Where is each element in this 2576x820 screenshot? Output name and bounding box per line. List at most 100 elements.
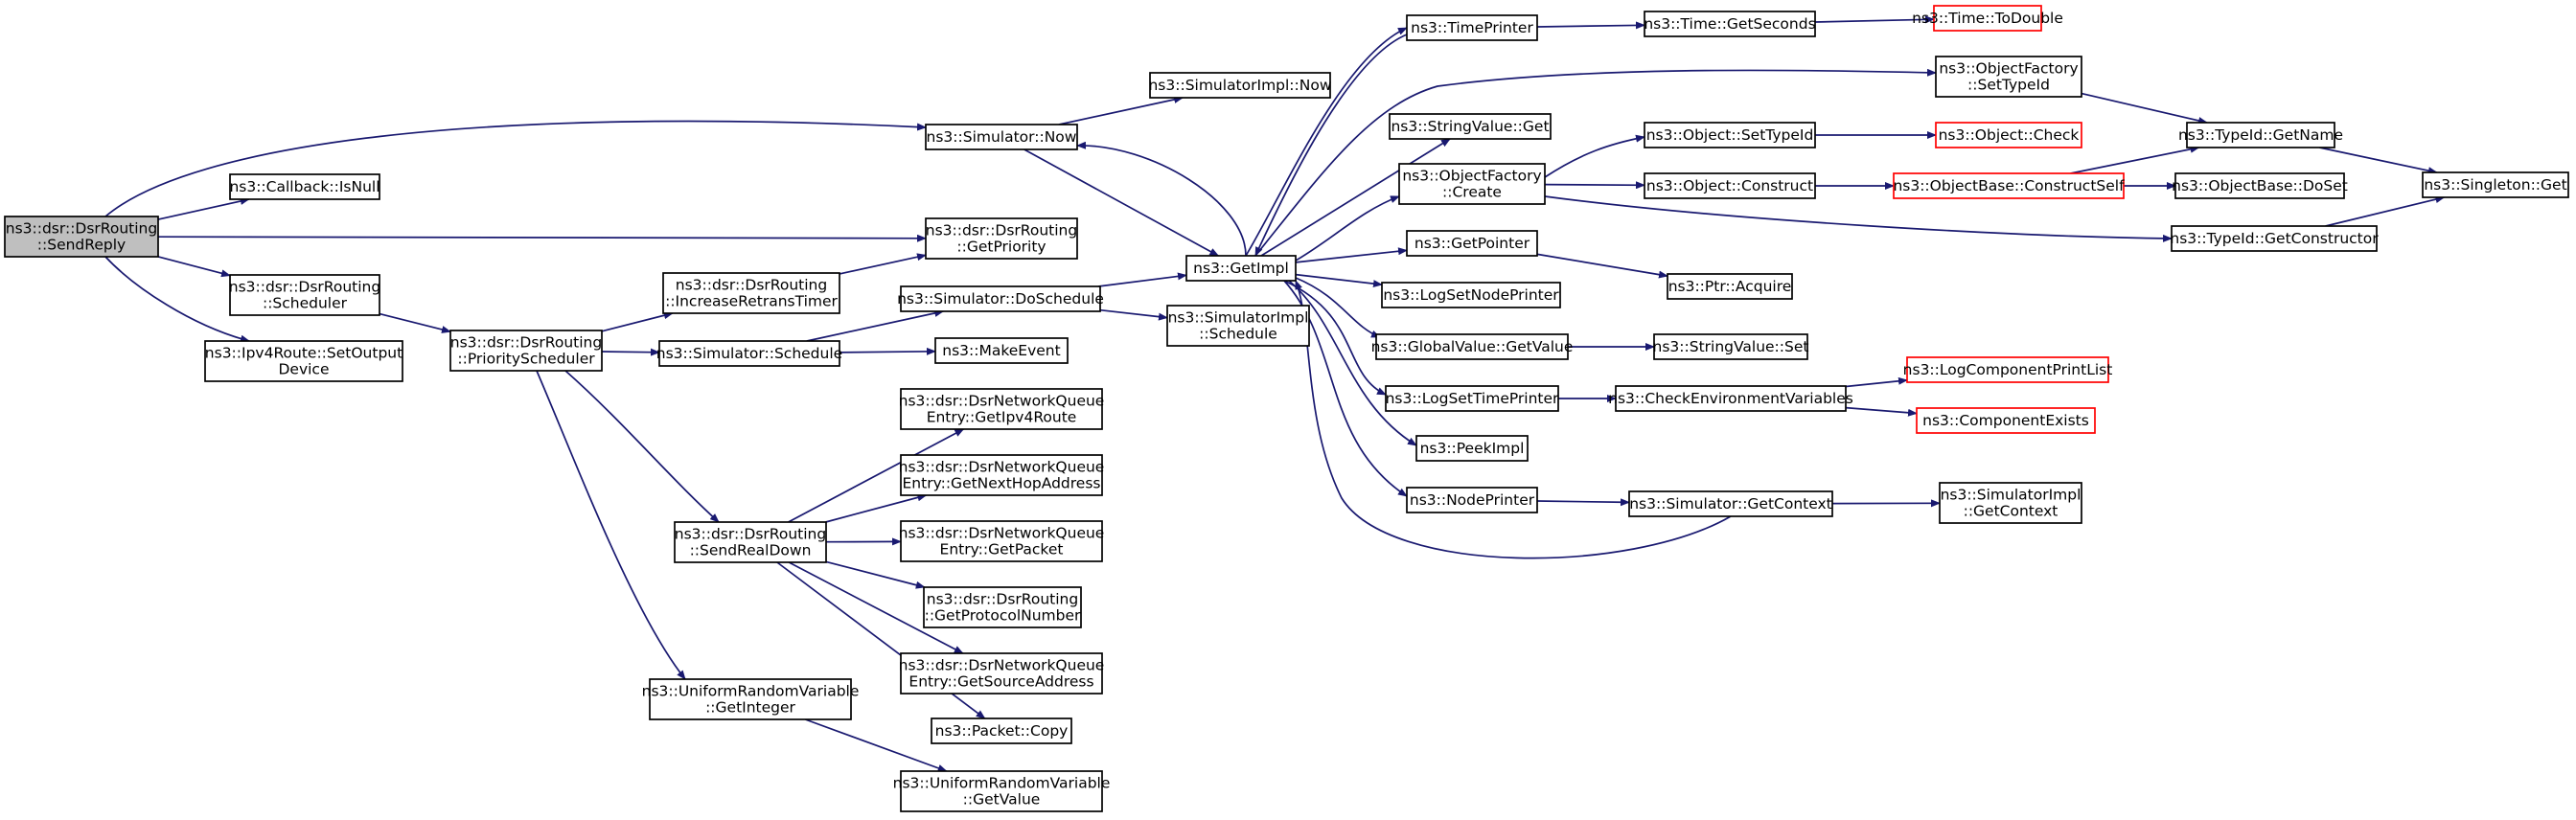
node-senddown[interactable]: ns3::dsr::DsrRouting::SendRealDown (674, 521, 827, 563)
node-getpointer[interactable]: ns3::GetPointer (1406, 230, 1538, 257)
edge-arrow (157, 197, 250, 220)
node-nqsource[interactable]: ns3::dsr::DsrNetworkQueueEntry::GetSourc… (899, 652, 1105, 695)
node-box (1667, 273, 1793, 300)
edge-arrow (1295, 247, 1408, 263)
node-label-line: ns3::LogSetNodePrinter (1383, 286, 1559, 304)
node-constructself[interactable]: ns3::ObjectBase::ConstructSelf (1893, 172, 2125, 199)
edge-getimpl-to-lognode (1295, 273, 1383, 288)
node-box (1406, 230, 1538, 257)
node-sendreply[interactable]: ns3::dsr::DsrRouting::SendReply (4, 216, 159, 258)
edge-arrow (1845, 406, 1918, 417)
node-objcheck[interactable]: ns3::Object::Check (1935, 122, 2082, 148)
edge-arrow (825, 560, 926, 589)
node-objconstruct[interactable]: ns3::Object::Construct (1644, 172, 1816, 199)
node-box (229, 274, 380, 316)
node-label-line: ::GetProtocolNumber (925, 607, 1081, 625)
node-label-line: ::Create (1442, 184, 1502, 201)
edge-arrow (1544, 195, 2173, 242)
node-scheduler[interactable]: ns3::dsr::DsrRouting::Scheduler (229, 274, 380, 316)
node-box (2186, 122, 2335, 148)
node-box (1398, 163, 1546, 205)
node-protonum[interactable]: ns3::dsr::DsrRouting::GetProtocolNumber (923, 586, 1082, 628)
edge-getimpl-to-getpointer (1295, 247, 1408, 263)
node-label-line: ::Scheduler (263, 295, 348, 312)
edge-getconstructor-to-singleton (2325, 195, 2446, 227)
node-label-line: ns3::Ptr::Acquire (1668, 278, 1792, 295)
node-doschedule[interactable]: ns3::Simulator::DoSchedule (897, 285, 1104, 312)
node-simimplctx[interactable]: ns3::SimulatorImpl::GetContext (1939, 482, 2082, 524)
node-simnow[interactable]: ns3::Simulator::Now (925, 124, 1078, 150)
node-setypeid[interactable]: ns3::Object::SetTypeId (1644, 122, 1816, 148)
node-label-line: Device (278, 361, 329, 378)
node-nqpacket[interactable]: ns3::dsr::DsrNetworkQueueEntry::GetPacke… (899, 520, 1105, 562)
node-label-line: ns3::dsr::DsrRouting (450, 334, 602, 352)
node-getimpl[interactable]: ns3::GetImpl (1185, 255, 1297, 282)
node-label-line: ns3::Simulator::GetContext (1629, 495, 1832, 512)
node-urvgetval[interactable]: ns3::UniformRandomVariable::GetValue (893, 770, 1111, 812)
node-box (674, 521, 827, 563)
edge-getname-to-singleton (2319, 147, 2438, 175)
node-gvgetvalue[interactable]: ns3::GlobalValue::GetValue (1371, 333, 1574, 360)
node-nqipv4[interactable]: ns3::dsr::DsrNetworkQueueEntry::GetIpv4R… (899, 388, 1105, 430)
node-getseconds[interactable]: ns3::Time::GetSeconds (1644, 11, 1816, 37)
node-label-line: ns3::GetImpl (1193, 260, 1289, 277)
edge-getimpl-to-timeprinter (1245, 27, 1408, 257)
edge-arrow (2081, 92, 2208, 125)
node-todouble[interactable]: ns3::Time::ToDouble (1912, 5, 2063, 32)
node-timeprinter[interactable]: ns3::TimePrinter (1406, 14, 1538, 41)
edge-timeprinter-to-getseconds (1536, 21, 1645, 30)
node-getpriority[interactable]: ns3::dsr::DsrRouting::GetPriority (925, 217, 1078, 260)
node-pktcopy[interactable]: ns3::Packet::Copy (931, 718, 1072, 744)
edge-arrow (805, 718, 948, 772)
node-simschedule[interactable]: ns3::Simulator::Schedule (656, 340, 842, 367)
node-getconstructor[interactable]: ns3::TypeId::GetConstructor (2170, 225, 2379, 252)
edge-arrow (1254, 68, 1937, 257)
node-label-line: ns3::SimulatorImpl::Now (1148, 77, 1331, 94)
edge-checkenv-to-logcomplist (1845, 376, 1908, 388)
node-box (2174, 172, 2345, 199)
edge-prioritysched-to-incretrans (601, 311, 674, 332)
node-label-line: ns3::TimePrinter (1411, 19, 1533, 36)
node-compexists[interactable]: ns3::ComponentExists (1916, 407, 2096, 434)
node-box (449, 330, 603, 372)
node-logcomplist[interactable]: ns3::LogComponentPrintList (1903, 356, 2113, 383)
node-box (1381, 282, 1561, 308)
node-prioritysched[interactable]: ns3::dsr::DsrRouting::PriorityScheduler (449, 330, 603, 372)
node-simimplsched[interactable]: ns3::SimulatorImpl::Schedule (1166, 305, 1310, 347)
node-label-line: ns3::LogComponentPrintList (1903, 361, 2113, 378)
node-label-line: ns3::Simulator::Schedule (656, 345, 842, 362)
node-box (1415, 435, 1529, 462)
node-nodeprinter[interactable]: ns3::NodePrinter (1406, 487, 1538, 513)
node-ofcreate[interactable]: ns3::ObjectFactory::Create (1398, 163, 1546, 205)
node-ptracquire[interactable]: ns3::Ptr::Acquire (1667, 273, 1793, 300)
node-label-line: ns3::ObjectBase::ConstructSelf (1893, 177, 2125, 194)
edge-constructself-to-getname (2070, 145, 2200, 174)
node-makeevent[interactable]: ns3::MakeEvent (934, 337, 1069, 364)
node-strvalget[interactable]: ns3::StringValue::Get (1389, 113, 1552, 140)
node-incretrans[interactable]: ns3::dsr::DsrRouting::IncreaseRetransTim… (662, 272, 840, 314)
node-logtime[interactable]: ns3::LogSetTimePrinter (1385, 385, 1559, 412)
node-box (229, 173, 380, 200)
node-checkenv[interactable]: ns3::CheckEnvironmentVariables (1608, 385, 1853, 412)
node-box (1406, 14, 1538, 41)
edge-urvgetint-to-urvgetval (805, 718, 948, 772)
node-getcontext[interactable]: ns3::Simulator::GetContext (1628, 490, 1833, 517)
node-peekimpl[interactable]: ns3::PeekImpl (1415, 435, 1529, 462)
node-box (1406, 487, 1538, 513)
node-ofsettypeid[interactable]: ns3::ObjectFactory::SetTypeId (1935, 56, 2082, 98)
node-label-line: ns3::dsr::DsrNetworkQueue (899, 525, 1105, 542)
node-singleton[interactable]: ns3::Singleton::Get (2422, 171, 2569, 198)
node-label-line: ns3::StringValue::Set (1653, 338, 1809, 355)
node-urvgetint[interactable]: ns3::UniformRandomVariable::GetInteger (642, 678, 860, 720)
node-box (1615, 385, 1847, 412)
node-doset[interactable]: ns3::ObjectBase::DoSet (2172, 172, 2348, 199)
node-nqnexthop[interactable]: ns3::dsr::DsrNetworkQueueEntry::GetNextH… (899, 454, 1105, 496)
edge-arrow (104, 120, 927, 217)
node-box (925, 217, 1078, 260)
node-isnull[interactable]: ns3::Callback::IsNull (229, 173, 380, 200)
node-simimplnow[interactable]: ns3::SimulatorImpl::Now (1148, 72, 1332, 99)
node-lognode[interactable]: ns3::LogSetNodePrinter (1381, 282, 1561, 308)
node-strvalset[interactable]: ns3::StringValue::Set (1653, 333, 1809, 360)
node-getname[interactable]: ns3::TypeId::GetName (2178, 122, 2343, 148)
